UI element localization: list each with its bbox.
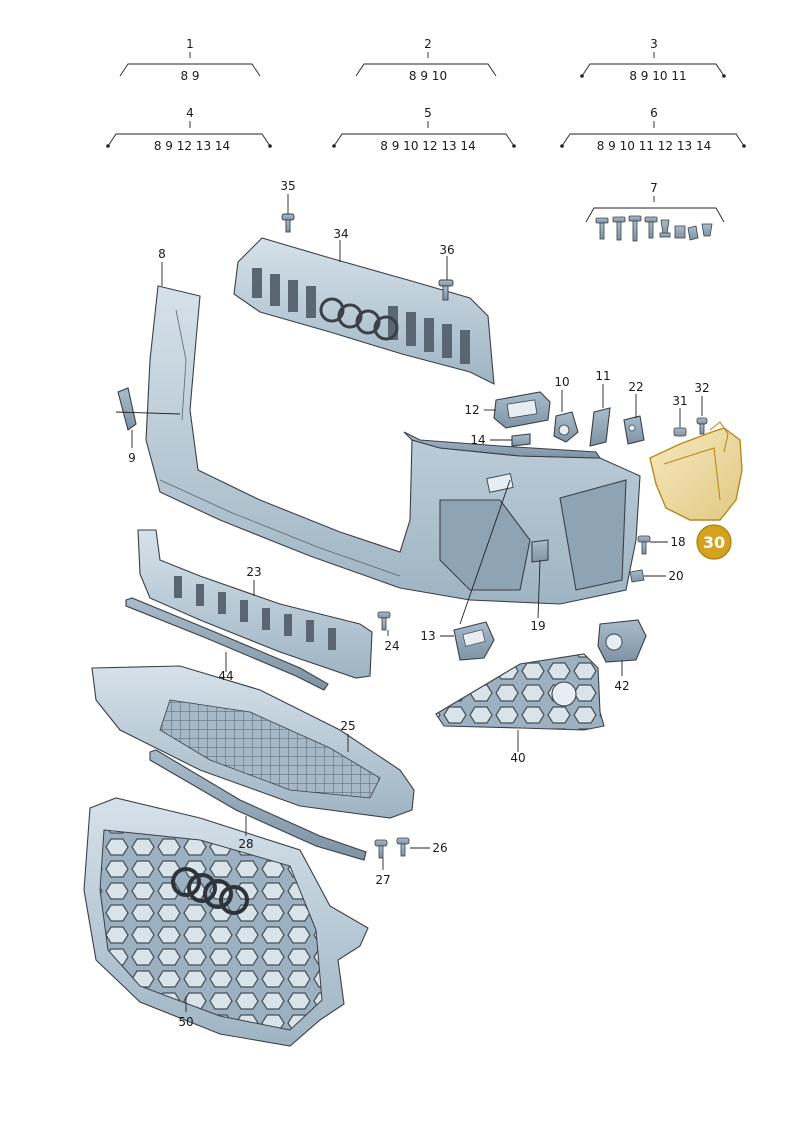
callout-34: 34 [333, 227, 348, 241]
callout-20: 20 [668, 569, 683, 583]
highlighted-air-duct: 30 [649, 421, 743, 560]
callout-22: 22 [628, 380, 643, 394]
callout-50: 50 [178, 1015, 193, 1029]
bracket-19 [531, 539, 549, 563]
set-group-4-number: 4 [186, 106, 194, 120]
callout-9: 9 [128, 451, 136, 465]
callout-10: 10 [554, 375, 569, 389]
bolt-18-icon [637, 535, 651, 555]
leader-lines [115, 194, 703, 1012]
set-group-4: 4 8 9 12 13 14 [106, 106, 272, 153]
strip-28 [149, 749, 367, 861]
callout-14: 14 [470, 433, 485, 447]
callout-32: 32 [694, 381, 709, 395]
set-group-2-members: 8 9 10 [409, 69, 447, 83]
lower-carrier-23 [137, 529, 373, 679]
set-group-6-members: 8 9 10 11 12 13 14 [597, 139, 712, 153]
bumper-cover [145, 285, 641, 605]
highlight-badge-number: 30 [703, 533, 725, 552]
set-group-1-members: 8 9 [180, 69, 199, 83]
cover-11 [589, 407, 611, 447]
lamp-bracket-42 [597, 619, 647, 663]
screw-26-icon [396, 837, 410, 857]
bracket-22 [623, 415, 645, 445]
callout-18: 18 [670, 535, 685, 549]
set-group-5: 5 8 9 10 12 13 14 [332, 106, 516, 153]
callout-13: 13 [420, 629, 435, 643]
screw-32-icon [696, 417, 708, 435]
screw-35-icon [281, 213, 295, 233]
screw-24-icon [377, 611, 391, 631]
clip-14 [511, 433, 531, 447]
set-group-5-members: 8 9 10 12 13 14 [380, 139, 475, 153]
sensor-10 [553, 411, 579, 443]
callout-31: 31 [672, 394, 687, 408]
set-group-3-members: 8 9 10 11 [629, 69, 686, 83]
set-group-3: 3 8 9 10 11 [580, 37, 726, 83]
set-group-6: 6 8 9 10 11 12 13 14 [560, 106, 746, 153]
set-group-5-number: 5 [424, 106, 432, 120]
camera-frame-12 [493, 391, 551, 429]
set-group-3-number: 3 [650, 37, 658, 51]
callout-35: 35 [280, 179, 295, 193]
highlight-badge [696, 524, 732, 560]
nut-20-icon [629, 569, 645, 583]
set-group-1-number: 1 [186, 37, 194, 51]
callout-24: 24 [384, 639, 399, 653]
callout-40: 40 [510, 751, 525, 765]
callout-11: 11 [595, 369, 610, 383]
callout-8: 8 [158, 247, 166, 261]
set-group-2-number: 2 [424, 37, 432, 51]
callout-28: 28 [238, 837, 253, 851]
callout-19: 19 [530, 619, 545, 633]
callout-labels: 35 34 36 8 9 10 11 22 31 32 12 14 18 20 … [128, 179, 709, 1029]
fastener-kit [595, 215, 713, 242]
grille-carrier [233, 237, 495, 385]
tow-cover-13 [453, 621, 495, 661]
screw-27-icon [374, 839, 388, 859]
side-grille-40 [435, 653, 605, 731]
callout-44: 44 [218, 669, 233, 683]
callout-26: 26 [432, 841, 447, 855]
callout-36: 36 [439, 243, 454, 257]
set-group-1: 1 8 9 [119, 37, 261, 83]
set-group-6-number: 6 [650, 106, 658, 120]
screw-36-icon [438, 279, 454, 301]
callout-42: 42 [614, 679, 629, 693]
set-group-7-number: 7 [650, 181, 658, 195]
screw-31-icon [673, 427, 687, 437]
radiator-grille-50 [83, 797, 369, 1047]
callout-12: 12 [464, 403, 479, 417]
set-group-4-members: 8 9 12 13 14 [154, 139, 230, 153]
callout-25: 25 [340, 719, 355, 733]
set-group-2: 2 8 9 10 [355, 37, 497, 83]
set-group-7: 7 [585, 181, 725, 242]
callout-23: 23 [246, 565, 261, 579]
callout-27: 27 [375, 873, 390, 887]
trim-strip-44 [125, 597, 329, 691]
bracket-9 [117, 387, 137, 431]
undertray-25 [91, 665, 415, 819]
